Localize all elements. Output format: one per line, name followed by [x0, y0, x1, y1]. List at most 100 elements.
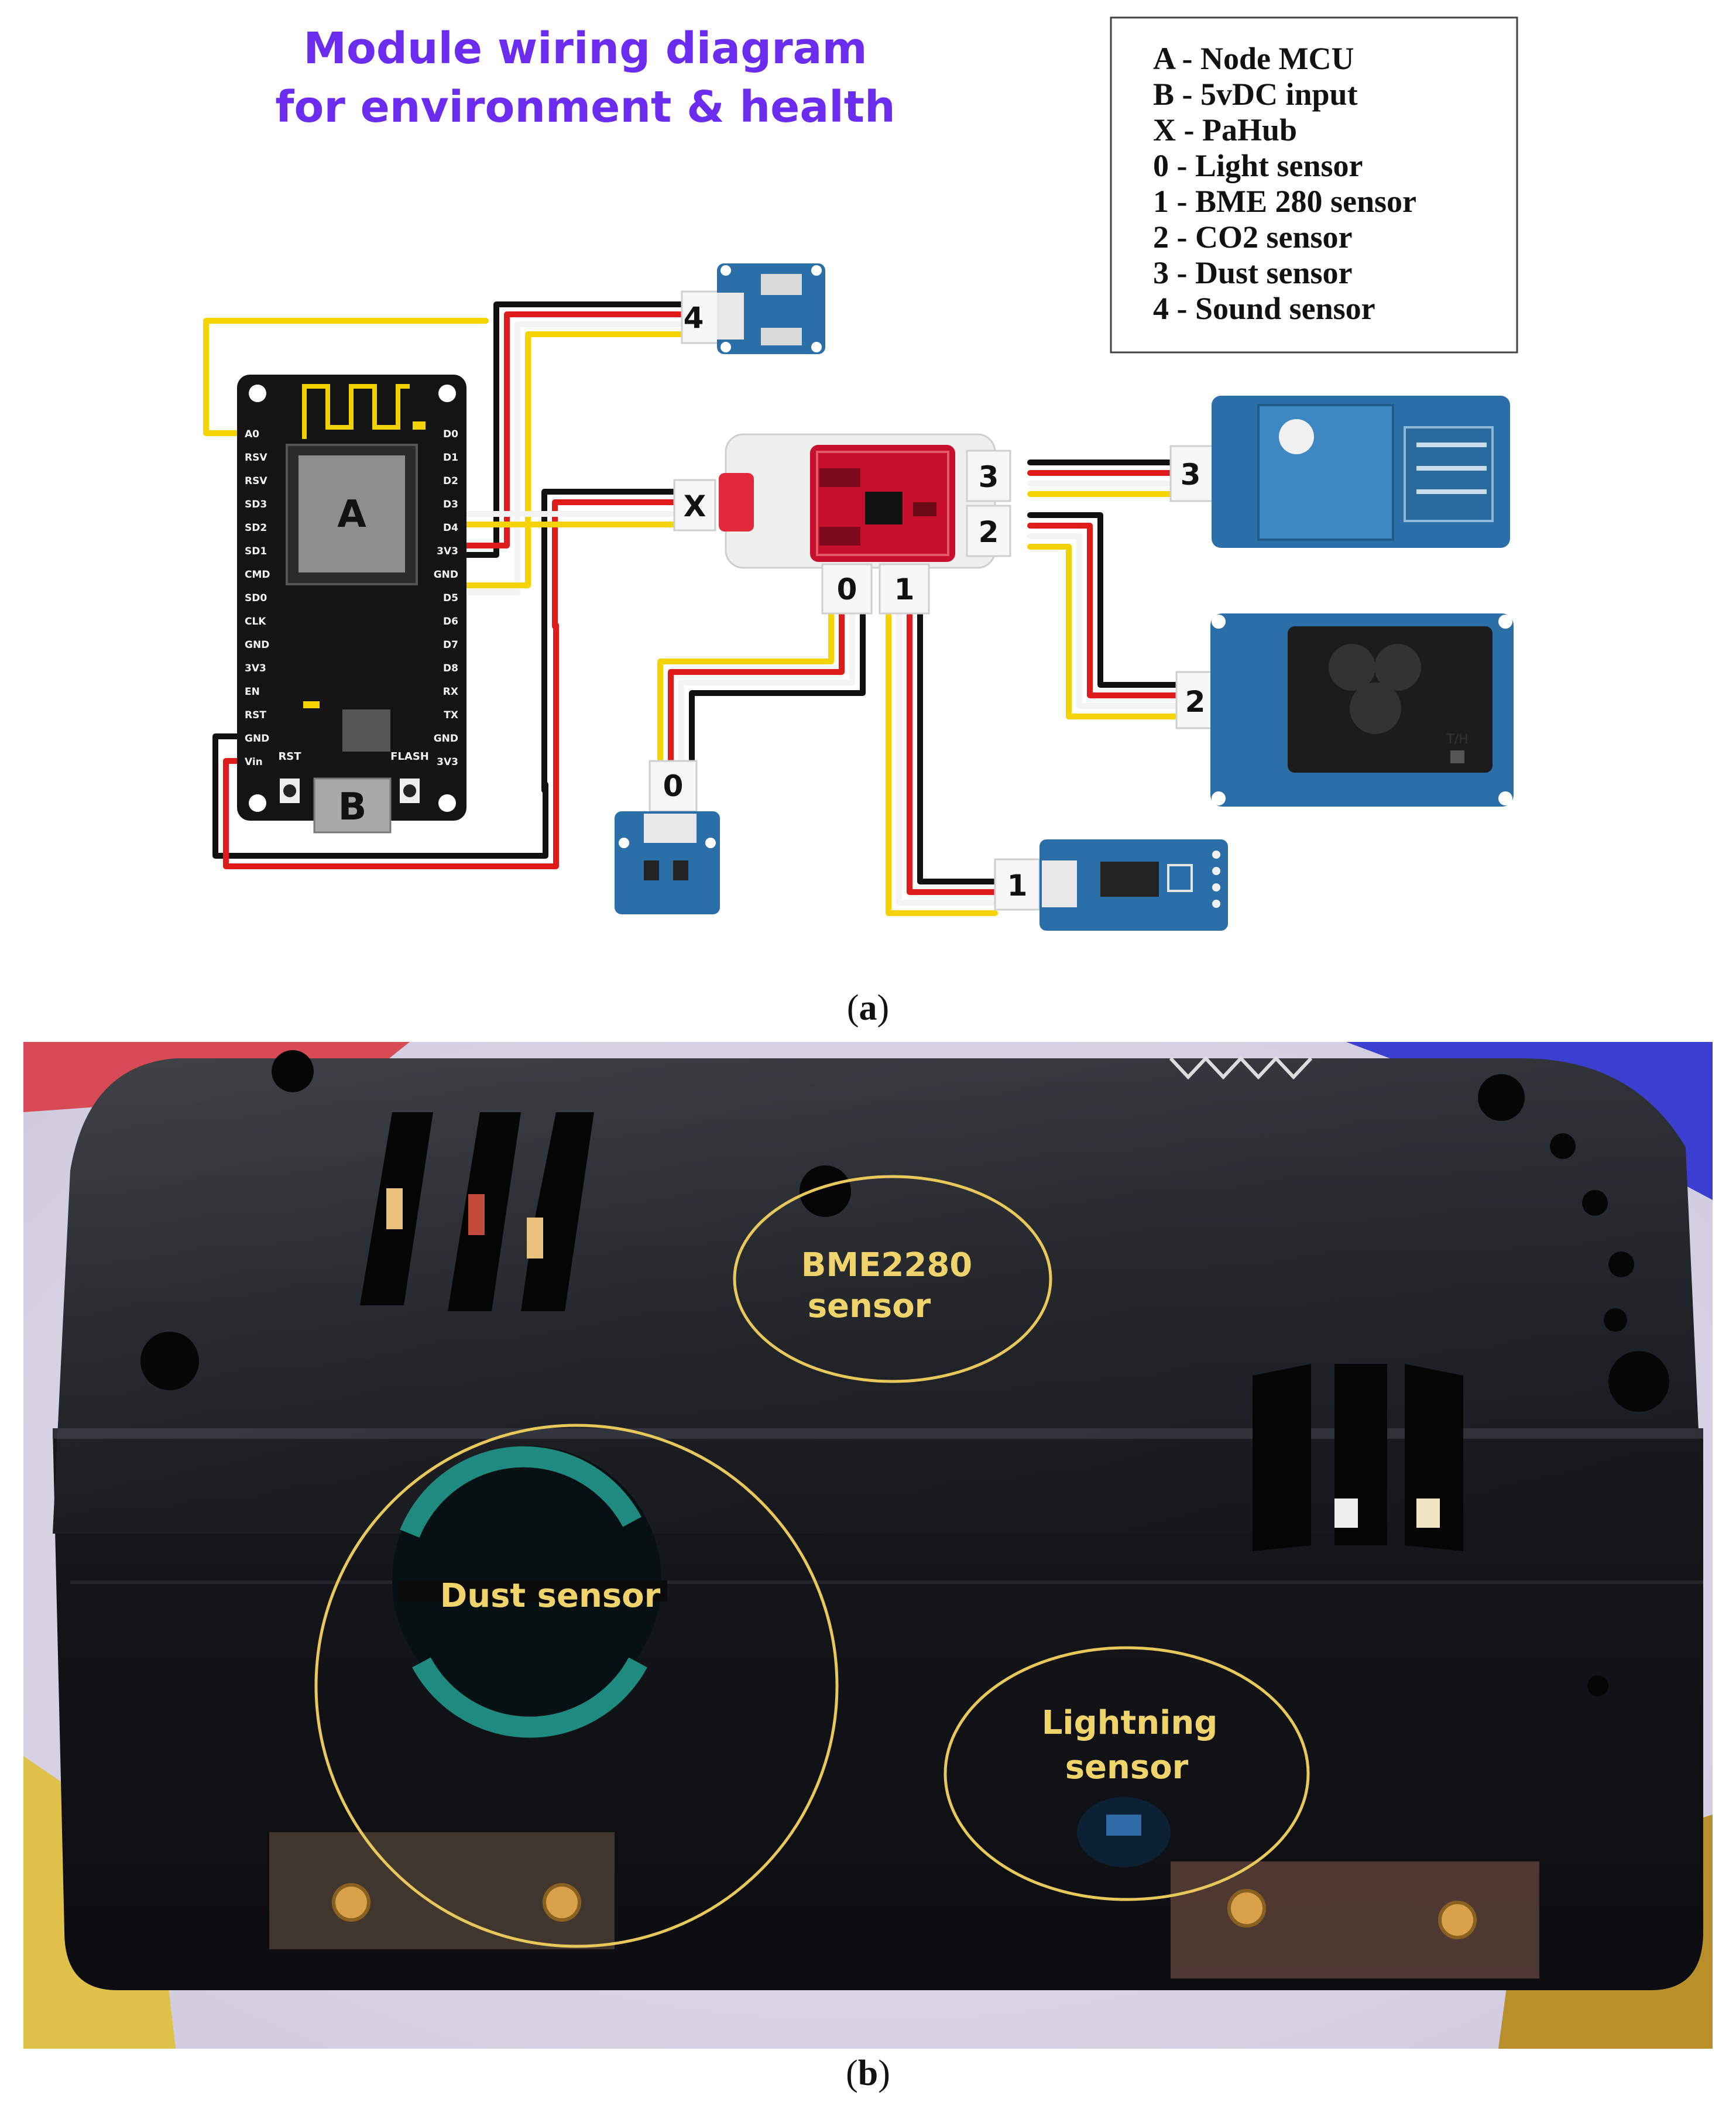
screw-hole — [1608, 1351, 1669, 1412]
mount-bracket-right — [1171, 1861, 1539, 1978]
caption-b-letter: b — [858, 2053, 878, 2093]
light-sensor-chip — [673, 860, 688, 880]
right-pin-labels: D0 D1 D2 D3 D4 3V3 GND D5 D6 D7 D8 RX TX… — [434, 428, 458, 768]
legend-item-4: 4 - Sound sensor — [1153, 291, 1375, 326]
pahub-component — [913, 502, 936, 516]
screw-hole — [140, 1332, 199, 1390]
pin-label: D1 — [443, 452, 458, 464]
pin-label: CMD — [245, 569, 270, 581]
pin-label: SD2 — [245, 522, 267, 534]
wire-bme-white — [896, 612, 998, 906]
caption-a-letter: a — [859, 988, 877, 1028]
rst-button-cap — [283, 784, 296, 797]
hub-port-2-tag — [966, 505, 1011, 557]
sound-sensor-chip — [761, 328, 802, 345]
bme-highlight-circle — [733, 1175, 1052, 1383]
dust-sensor-cable-lines — [1416, 443, 1487, 494]
sound-sensor-module: 4 — [681, 263, 825, 354]
vent-wire — [1416, 1499, 1440, 1528]
flash-button-cap — [403, 784, 416, 797]
light-sensor-visible — [1106, 1815, 1141, 1836]
hub-port-1-label: 1 — [894, 572, 915, 606]
bme-pin — [1212, 867, 1220, 875]
board-led — [303, 701, 320, 708]
sound-sensor-chip — [761, 274, 802, 295]
bme-pin — [1212, 900, 1220, 908]
light-sensor-tag-label: 0 — [663, 769, 684, 803]
hub-port-x-tag — [673, 479, 716, 531]
hub-port-x-label: X — [684, 489, 706, 523]
vent-slot — [521, 1112, 594, 1311]
pahub-port-x-socket — [719, 473, 754, 531]
light-sensor-module: 0 — [615, 760, 720, 914]
bme-label-line2: sensor — [808, 1287, 931, 1325]
wire-co2-white — [1027, 533, 1179, 709]
pahub-component — [819, 468, 860, 487]
bme-sensor-connector — [1042, 860, 1077, 907]
vent-wire — [527, 1218, 543, 1259]
flash-button-label: FLASH — [390, 750, 429, 763]
pahub-grid — [816, 451, 949, 556]
pin-label: RX — [443, 686, 458, 698]
co2-sensor-module: 2 T/H — [1175, 613, 1514, 807]
legend-item-0: 0 - Light sensor — [1153, 148, 1363, 183]
wire-light-white — [678, 612, 855, 770]
hub-port-0-label: 0 — [837, 572, 857, 606]
left-vent-slots — [360, 1112, 594, 1311]
light-sensor-opening — [1077, 1797, 1171, 1867]
board-label-a: A — [337, 493, 366, 536]
pin-label: CLK — [245, 616, 266, 627]
enclosure-notches — [1169, 1055, 1313, 1080]
bracket-screw — [1438, 1901, 1477, 1939]
sensor-mount-hole — [721, 265, 731, 276]
wire-sound-black — [452, 301, 688, 558]
pin-label: 3V3 — [437, 756, 458, 768]
vent-hole — [1604, 1308, 1627, 1332]
co2-sensor-lens — [1374, 644, 1421, 691]
dust-sensor-opening — [392, 1446, 667, 1738]
wire-bme-yellow — [886, 612, 998, 916]
dust-fan-blade — [400, 1446, 641, 1538]
nodemcu-board: A A0 RSV RSV SD3 SD2 SD1 CMD SD0 CLK GND… — [237, 375, 466, 834]
diagram-title-line1: Module wiring diagram — [303, 23, 867, 74]
antenna-trace-icon — [302, 384, 410, 439]
wire-light-red — [668, 612, 845, 770]
wire-sound-yellow — [452, 331, 688, 588]
co2-sensor-lens — [1329, 644, 1375, 691]
left-pin-labels: A0 RSV RSV SD3 SD2 SD1 CMD SD0 CLK GND 3… — [245, 428, 270, 768]
pahub-component — [819, 527, 860, 546]
pahub-module: X 3 2 0 1 — [673, 433, 1011, 615]
co2-th-marking: T/H — [1446, 732, 1468, 747]
light-sensor-chip — [644, 860, 659, 880]
hub-port-0-tag — [821, 563, 873, 615]
pin-label: RSV — [245, 452, 267, 464]
wire-sound-red — [452, 311, 688, 548]
wire-a0-loop — [203, 318, 489, 436]
usb-power-port — [313, 777, 392, 834]
light-sensor-tag — [649, 760, 698, 812]
pin-label: D0 — [443, 428, 458, 440]
sensor-mount-hole — [619, 838, 629, 848]
board-mount-hole — [438, 794, 456, 812]
bracket-screw — [1227, 1889, 1266, 1928]
pin-label: A0 — [245, 428, 259, 440]
pin-label: EN — [245, 686, 260, 698]
co2-sensor-lens — [1350, 683, 1401, 734]
board-led — [413, 421, 426, 430]
vent-hole — [1550, 1133, 1576, 1159]
sensor-mount-hole — [1498, 791, 1512, 805]
pin-label: Vin — [245, 756, 263, 768]
wire-bme-red — [907, 612, 998, 895]
legend-item-a: A - Node MCU — [1153, 41, 1354, 76]
wire-light-yellow — [657, 612, 834, 770]
bme-sensor-element — [1167, 864, 1193, 892]
mount-bracket-left — [269, 1832, 615, 1949]
diagram-title-line2: for environment & health — [275, 82, 895, 132]
hub-port-2-label: 2 — [979, 515, 999, 549]
dust-sensor-module: 3 — [1169, 396, 1510, 548]
caption-b: (b) — [846, 2053, 890, 2093]
bme-sensor-chip — [1100, 862, 1159, 897]
co2-th-chip — [1450, 750, 1464, 763]
light-label-line1: Lightning — [1042, 1704, 1218, 1742]
wire-hub-x-black — [541, 489, 688, 793]
